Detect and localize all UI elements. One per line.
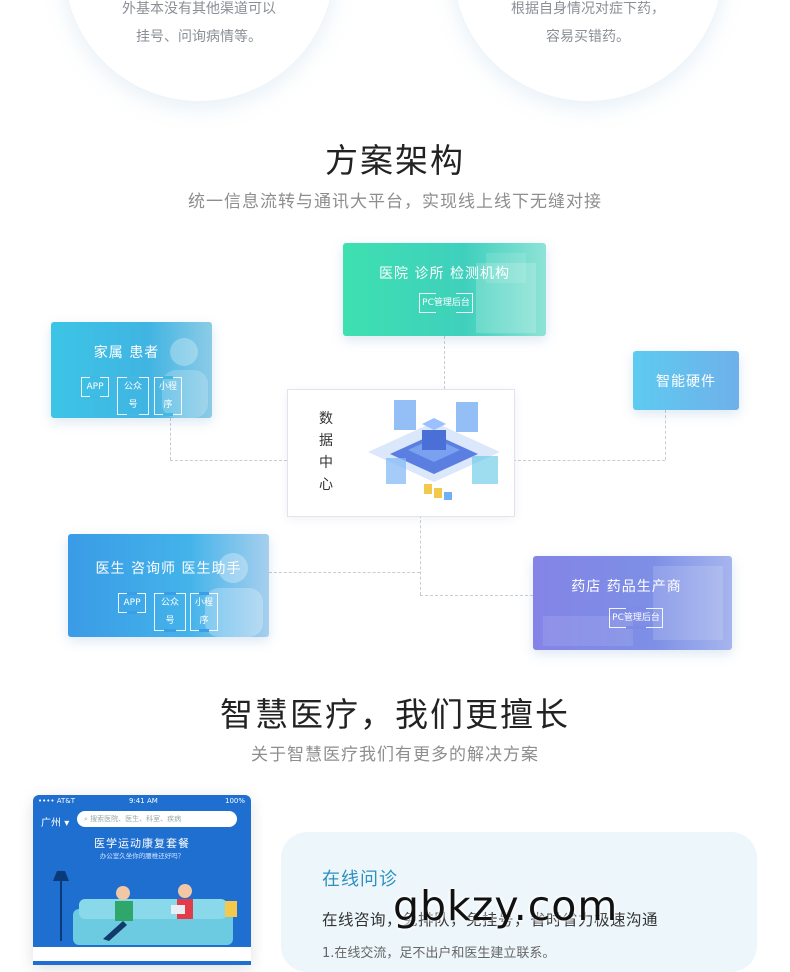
feature-description: 在线咨询，免排队，免挂号，省时省力极速沟通	[322, 911, 659, 929]
tag-app: APP	[81, 376, 109, 398]
problem-card-right: 根据自身情况对症下药， 容易买错药。	[452, 0, 724, 102]
search-input[interactable]: ⌕ 搜索医院、医生、科室、疾病	[77, 811, 237, 827]
hub-char: 据	[319, 433, 333, 449]
tag-official-account: 公众号	[154, 592, 186, 632]
hub-char: 中	[319, 455, 333, 471]
tag-pc-admin: PC管理后台	[609, 607, 663, 629]
tag-official-account: 公众号	[117, 376, 149, 416]
search-placeholder: 搜索医院、医生、科室、疾病	[90, 815, 182, 823]
clock-label: 9:41 AM	[129, 797, 158, 805]
architecture-subtitle: 统一信息流转与通讯大平台，实现线上线下无缝对接	[188, 192, 602, 212]
city-label: 广州	[41, 818, 61, 829]
connector-line	[420, 515, 421, 595]
smart-medical-subtitle: 关于智慧医疗我们有更多的解决方案	[251, 745, 539, 765]
watermark: gbkzy.com	[393, 882, 619, 930]
node-title: 医生 咨询师 医生助手	[95, 561, 242, 577]
connector-line	[444, 336, 445, 389]
tag-pc-admin: PC管理后台	[419, 292, 473, 314]
connector-line	[513, 460, 665, 461]
problem-card-text: 外基本没有其他渠道可以	[122, 1, 276, 17]
connector-line	[420, 595, 533, 596]
connector-line	[665, 410, 666, 460]
search-icon: ⌕	[84, 815, 88, 823]
feature-title: 在线问诊	[322, 869, 398, 890]
problem-card-left: 外基本没有其他渠道可以 挂号、问询病情等。	[63, 0, 335, 102]
node-title: 智能硬件	[656, 374, 716, 390]
node-pharmacy: 药店 药品生产商 PC管理后台	[533, 556, 732, 650]
node-doctor: 医生 咨询师 医生助手 APP 公众号 小程序	[68, 534, 269, 637]
tag-mini-program: 小程序	[154, 376, 182, 416]
carrier-label: •••• AT&T	[38, 797, 75, 805]
problem-card-text: 挂号、问询病情等。	[136, 29, 262, 45]
node-family: 家属 患者 APP 公众号 小程序	[51, 322, 212, 418]
connector-line	[269, 572, 420, 573]
node-smart-hardware: 智能硬件	[633, 351, 739, 410]
hub-char: 数	[319, 411, 333, 427]
tag-mini-program: 小程序	[190, 592, 218, 632]
city-selector[interactable]: 广州 ▾	[41, 814, 69, 829]
problem-card-text: 容易买错药。	[546, 29, 630, 45]
problem-card-text: 根据自身情况对症下药，	[511, 1, 665, 17]
node-title: 家属 患者	[93, 345, 160, 361]
node-title: 药店 药品生产商	[571, 579, 682, 595]
feature-card-online-consultation: 在线问诊 在线咨询，免排队，免挂号，省时省力极速沟通 1.在线交流，足不出户和医…	[281, 832, 757, 972]
feature-detail: 1.在线交流，足不出户和医生建立联系。	[322, 946, 556, 961]
architecture-title: 方案架构	[325, 141, 465, 180]
pharmacy-illustration	[543, 566, 723, 646]
patient-portrait	[162, 338, 208, 418]
node-hospital: 医院 诊所 检测机构 PC管理后台	[343, 243, 546, 336]
status-bar: •••• AT&T 9:41 AM 100%	[33, 795, 251, 809]
hospital-illustration	[476, 253, 536, 333]
node-title: 医院 诊所 检测机构	[379, 266, 510, 282]
data-center-illustration	[368, 400, 500, 500]
banner-subtitle: 办公室久坐你的腰椎还好吗？	[99, 852, 185, 860]
connector-line	[170, 418, 171, 460]
tag-app: APP	[118, 592, 146, 614]
connector-line	[170, 460, 287, 461]
banner-illustration	[33, 871, 251, 961]
phone-mockup: •••• AT&T 9:41 AM 100% 广州 ▾ ⌕ 搜索医院、医生、科室…	[33, 795, 251, 965]
smart-medical-title: 智慧医疗，我们更擅长	[220, 695, 570, 734]
hub-char: 心	[319, 477, 333, 493]
banner-title: 医学运动康复套餐	[94, 837, 190, 850]
battery-label: 100%	[224, 797, 245, 805]
chevron-down-icon: ▾	[64, 818, 70, 829]
doctor-portrait	[205, 553, 263, 637]
data-center-hub: 数 据 中 心	[287, 389, 515, 517]
